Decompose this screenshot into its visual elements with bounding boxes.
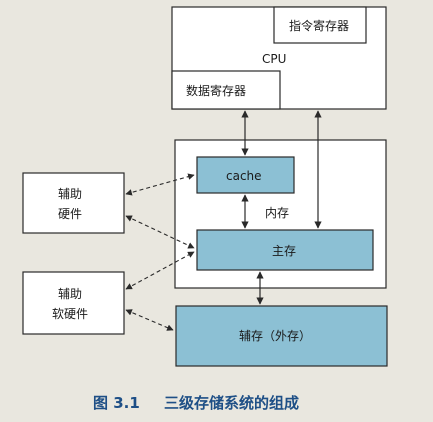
aux-software-line1: 辅助 [58, 287, 82, 301]
dashed-arrow-aux-hw-main [125, 215, 195, 249]
main-memory-box [196, 229, 374, 271]
dashed-arrow-aux-sw-secondary [125, 309, 174, 331]
figure-title: 三级存储系统的组成 [164, 394, 299, 412]
aux-hardware-line1: 辅助 [58, 187, 82, 201]
secondary-storage-label: 辅存（外存） [239, 329, 311, 343]
data-register-box [171, 70, 281, 110]
memory-group-label: 内存 [265, 206, 289, 220]
dashed-arrow-aux-sw-main [125, 251, 195, 290]
instruction-register-label: 指令寄存器 [289, 18, 349, 33]
figure-number: 图 3.1 [93, 394, 140, 412]
cache-box [196, 156, 295, 194]
data-register-label: 数据寄存器 [186, 83, 246, 98]
secondary-storage-box [175, 305, 388, 367]
aux-software-line2: 软硬件 [52, 307, 88, 321]
aux-hardware-box [22, 172, 125, 234]
aux-software-box [22, 271, 125, 335]
aux-hardware-line2: 硬件 [58, 207, 82, 221]
dashed-arrow-aux-hw-cache [125, 173, 195, 196]
cache-label: cache [226, 169, 262, 183]
cpu-label: CPU [262, 52, 286, 66]
main-memory-label: 主存 [272, 244, 296, 258]
instruction-register-box [273, 6, 367, 44]
